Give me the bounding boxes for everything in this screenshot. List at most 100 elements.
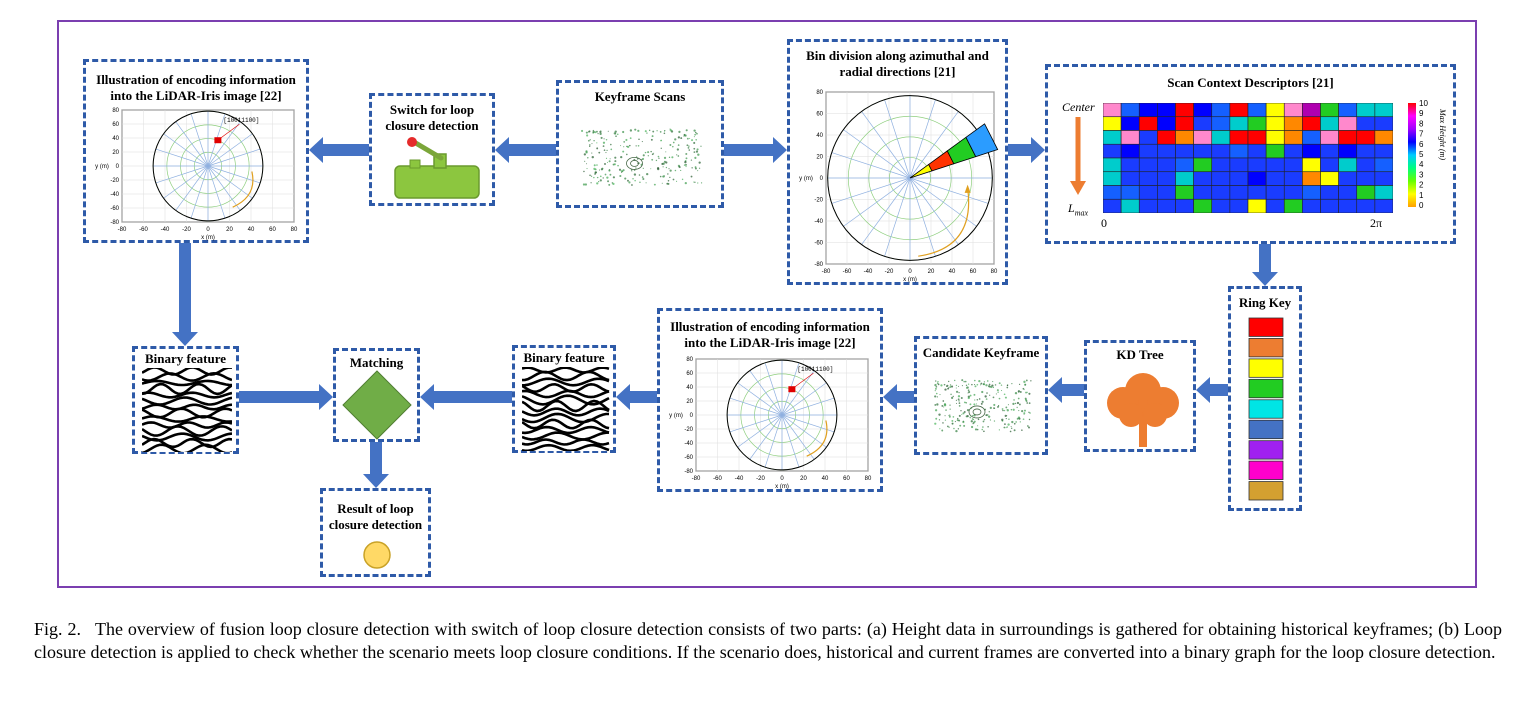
lidar-point [1004,423,1006,426]
lidar-point [941,429,944,432]
bin-division-title: Bin division along azimuthal and radial … [806,48,989,79]
lidar-point [951,423,953,425]
lidar-point [943,403,947,406]
bin-sector [965,123,999,158]
binary-code-label: [10011100] [223,117,259,124]
y-tick-label: -60 [684,455,693,461]
colorbar-tick: 5 [1419,150,1424,159]
lidar-point [646,172,649,176]
lidar-point [603,138,605,140]
lidar-point [665,166,668,169]
sc-cell [1175,130,1194,145]
x-tick-label: 40 [248,227,255,233]
lidar-point [1028,402,1031,405]
lidar-point [934,422,937,425]
lidar-point [1000,384,1003,386]
lidar-point [669,176,671,179]
lidar-point [1030,380,1032,382]
lidar-point [1003,426,1006,429]
binary-stripe [142,437,232,449]
lidar-point [1004,396,1007,399]
sc-cell [1157,130,1176,145]
iris-bottom-title: Illustration of encoding information int… [670,319,870,350]
lidar-point [635,145,637,147]
sc-cell [1247,116,1267,131]
scan-context-title: Scan Context Descriptors [21] [1167,75,1334,90]
lidar-point [638,174,641,176]
sc-cell [1211,157,1231,173]
lidar-point [1017,397,1020,400]
lidar-point [955,390,959,393]
azimuth-spoke [163,133,209,167]
lidar-point [994,384,997,386]
azimuth-spoke [749,414,783,460]
sc-cell [1229,116,1249,131]
lidar-point [1010,427,1013,430]
lidar-point [987,425,989,428]
lidar-point [599,179,602,182]
sc-cell [1247,130,1267,145]
azimuth-spoke [909,177,959,245]
binary-stripe [142,424,232,437]
switch-title: Switch for loop closure detection [385,102,479,133]
lidar-point [585,131,588,134]
sc-cell [1356,185,1376,200]
azimuth-spoke [781,382,827,416]
lidar-point [694,167,697,170]
x-tick-label: -40 [161,227,170,233]
lidar-point [677,155,680,157]
y-tick-label: 40 [686,385,693,391]
lidar-point [1010,426,1012,428]
binary-code-label: [10011100] [797,366,833,373]
x-tick-label: -20 [756,476,765,482]
lidar-point [970,420,973,423]
x-tick-label: 0 [780,476,784,482]
switch-icon [394,137,480,199]
lidar-point [610,148,613,151]
sc-cell [1229,198,1249,213]
lidar-point [973,383,976,386]
lidar-point [986,392,988,394]
lidar-point [608,183,611,186]
binary-stripe [522,389,610,399]
lidar-point [631,170,633,172]
ring-key-vector [1248,317,1284,501]
sc-cell [1175,103,1194,118]
lidar-point [966,386,969,389]
lidar-point [686,144,689,147]
candidate-keyframe-title: Candidate Keyframe [922,345,1040,360]
lidar-point [970,425,974,429]
lidar-point [617,164,619,167]
sc-cell [1338,143,1358,159]
sc-cell [1374,116,1393,131]
lidar-point [951,385,954,388]
lidar-point [642,154,645,157]
y-axis-label: y (m) [95,164,109,170]
lidar-point [992,396,995,399]
lidar-point [612,163,615,166]
ring-key-block: Ring Key [1228,286,1302,511]
x-tick-label: 20 [800,476,807,482]
lidar-point [943,406,945,408]
ring-key-cell [1248,419,1284,440]
lidar-point [1017,390,1021,393]
sc-cell [1120,185,1140,200]
ring-key-cell [1248,481,1284,501]
lidar-point [609,173,612,176]
sc-cell [1193,157,1213,173]
sc-cell [1302,143,1321,159]
sc-cell [1356,171,1376,186]
scan-center-ring [630,160,639,167]
lidar-point [683,134,686,137]
lidar-point [606,161,609,163]
sc-cell [1120,143,1140,159]
lidar-point [644,130,647,133]
y-tick-label: -80 [110,220,119,226]
azimuth-spoke [781,414,815,460]
lidar-point [591,152,593,154]
lidar-point [633,173,637,176]
sc-cell [1374,103,1393,118]
lidar-point [961,385,963,387]
lidar-point [998,397,1001,400]
